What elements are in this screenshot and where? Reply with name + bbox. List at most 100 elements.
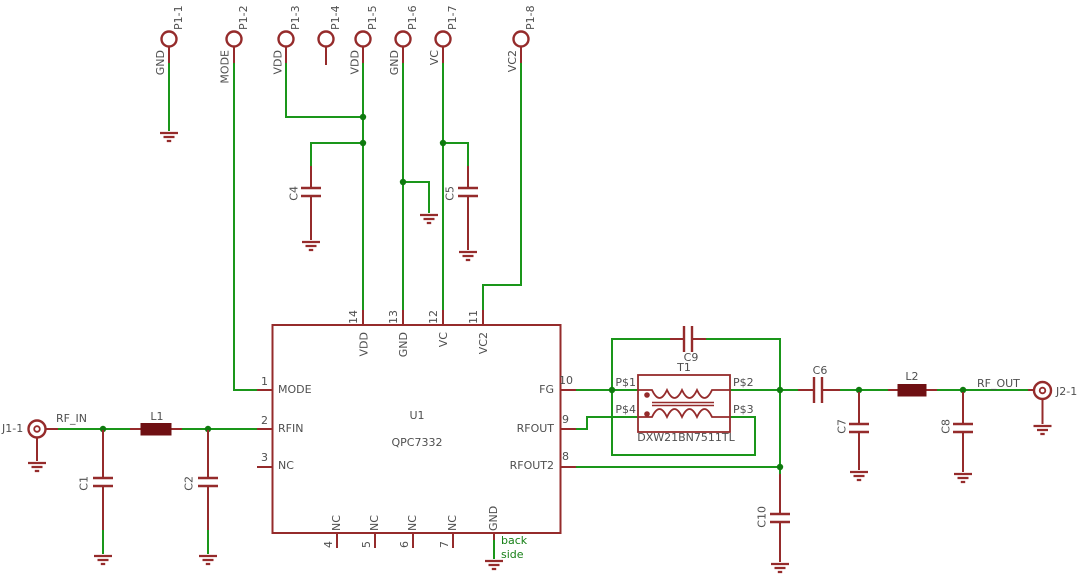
connector-j2-symbol[interactable]	[1028, 380, 1053, 424]
connector-j1-symbol[interactable]	[27, 419, 59, 462]
connector-p1-3[interactable]	[277, 30, 295, 64]
gnd-symbol	[1033, 424, 1052, 436]
ic-pins-top[interactable]	[362, 310, 484, 325]
inductor-symbols[interactable]	[130, 384, 937, 436]
wire-c9-right[interactable]	[706, 338, 781, 390]
net-label-mode: MODE	[219, 50, 232, 84]
gnd-symbol	[199, 554, 217, 566]
cap-ref-c10: C10	[756, 506, 769, 528]
ic-pin-num-9: 9	[562, 413, 569, 426]
wire-vdd-c4[interactable]	[310, 142, 363, 166]
rf-connectors[interactable]	[27, 380, 1053, 462]
connector-p1-4[interactable]	[317, 30, 335, 66]
cap-ref-c8: C8	[940, 419, 953, 434]
transformer-part-number: DXW21BN7511TL	[637, 431, 735, 444]
ic-pin-name-nc-6: NC	[406, 515, 419, 531]
capacitor-c2-symbol[interactable]	[198, 430, 218, 530]
gnd-symbol	[420, 213, 438, 225]
gnd-symbol	[28, 461, 46, 473]
junction-dot	[359, 113, 367, 121]
connector-ref-p1-6: P1-6	[406, 5, 419, 30]
junction-dot	[959, 386, 967, 394]
ic-pin-num-3: 3	[261, 451, 268, 464]
backside-note-line1: back	[501, 534, 528, 547]
wire-vc2[interactable]	[482, 63, 522, 310]
wire-rfout[interactable]	[576, 416, 638, 430]
net-wires[interactable]	[58, 63, 1028, 559]
ic-pins-left[interactable]	[257, 389, 273, 468]
ic-pin-name-backside-gnd: GND	[487, 505, 500, 531]
ic-pin-num-7: 7	[438, 541, 451, 548]
ic-pin-num-12: 12	[427, 310, 440, 324]
ic-pin-name-rfout: RFOUT	[516, 422, 554, 435]
connector-ref-p1-3: P1-3	[289, 5, 302, 30]
connector-ref-p1-2: P1-2	[237, 5, 250, 30]
cap-ref-c4: C4	[288, 186, 301, 201]
capacitor-symbols[interactable]	[93, 166, 973, 562]
ic-pin-name-rfin: RFIN	[278, 422, 304, 435]
capacitor-c5-symbol[interactable]	[458, 166, 478, 250]
net-label-gnd-2: GND	[388, 50, 401, 76]
connector-ref-p1-8: P1-8	[524, 5, 537, 30]
ic-pin-name-vc: VC	[437, 332, 450, 348]
ic-pins-right[interactable]	[560, 389, 577, 468]
wire-gnd-branch[interactable]	[403, 181, 430, 213]
capacitor-c4-symbol[interactable]	[301, 166, 321, 240]
net-label-rf-in: RF_IN	[56, 412, 87, 425]
connector-p1-8[interactable]	[512, 30, 530, 64]
ic-pin-name-nc-4: NC	[330, 515, 343, 531]
transformer-core	[652, 401, 714, 407]
capacitor-c10-symbol[interactable]	[770, 474, 790, 562]
net-label-vc: VC	[428, 50, 441, 66]
connector-p1-1[interactable]	[160, 30, 178, 64]
junction-dot	[399, 178, 407, 186]
net-label-rf-out: RF_OUT	[977, 377, 1020, 390]
capacitor-c8-symbol[interactable]	[953, 392, 973, 472]
ic-pin-name-mode: MODE	[278, 383, 312, 396]
inductor-l2-symbol[interactable]	[888, 384, 937, 397]
inductor-ref-l1: L1	[150, 410, 164, 423]
capacitor-c7-symbol[interactable]	[849, 392, 869, 470]
connector-p1-2[interactable]	[225, 30, 243, 64]
wire-c9-left[interactable]	[611, 338, 670, 390]
transformer-t1-symbol[interactable]	[637, 374, 731, 433]
capacitor-c9-symbol[interactable]	[670, 326, 706, 352]
phase-dot	[644, 411, 650, 417]
ic-pin-name-rfout2: RFOUT2	[509, 459, 554, 472]
wire-vc-c5[interactable]	[443, 142, 469, 166]
connector-p1-5[interactable]	[354, 30, 372, 64]
ic-pins-bottom[interactable]	[336, 533, 454, 548]
net-label-gnd-1: GND	[154, 50, 167, 76]
capacitor-c1-symbol[interactable]	[93, 430, 113, 530]
capacitor-c6-symbol[interactable]	[798, 377, 840, 403]
backside-note-line2: side	[501, 548, 524, 561]
gnd-symbol	[485, 559, 503, 571]
junction-dot	[776, 386, 784, 394]
inductor-l1-symbol[interactable]	[130, 423, 182, 436]
wire-p3-loop[interactable]	[611, 390, 756, 456]
inductor-ref-l2: L2	[905, 370, 919, 383]
junction-dot	[359, 139, 367, 147]
transformer-body[interactable]	[637, 374, 731, 433]
connector-ref-p1-1: P1-1	[172, 5, 185, 30]
cap-ref-c2: C2	[183, 476, 196, 491]
header-connectors[interactable]	[160, 30, 530, 66]
connector-p1-7[interactable]	[434, 30, 452, 64]
phase-dot	[644, 392, 650, 398]
transformer-pin-p1: P$1	[615, 376, 636, 389]
wire-vdd-p1-3[interactable]	[285, 63, 363, 118]
ic-u1-symbol[interactable]	[257, 310, 576, 548]
net-label-vdd-1: VDD	[271, 50, 284, 75]
gnd-symbol	[850, 470, 868, 482]
junction-dots	[99, 113, 967, 471]
transformer-winding-bottom	[638, 408, 730, 420]
connector-p1-6[interactable]	[394, 30, 412, 64]
net-label-vc2: VC2	[506, 50, 519, 73]
ic-pin-name-gnd: GND	[397, 332, 410, 358]
cap-ref-c6: C6	[812, 364, 828, 377]
ic-part-number: QPC7332	[391, 436, 443, 449]
ic-pin-num-4: 4	[322, 541, 335, 548]
wire-mode[interactable]	[233, 63, 257, 391]
